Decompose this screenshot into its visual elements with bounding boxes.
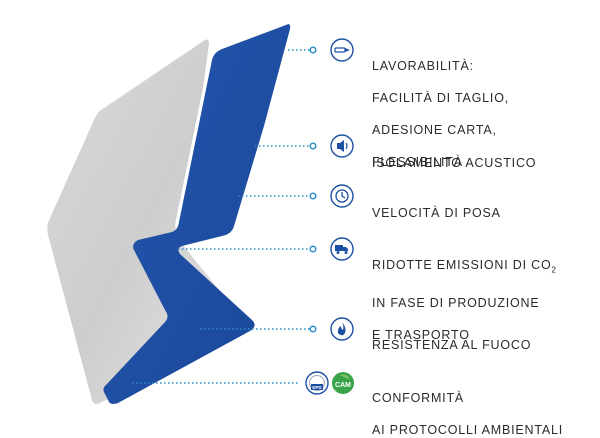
environment-line-2: AI PROTOCOLLI AMBIENTALI bbox=[372, 423, 564, 437]
connector-dots bbox=[309, 46, 317, 333]
speaker-icon bbox=[330, 134, 354, 158]
flame-icon bbox=[330, 317, 354, 341]
feature-label-fire: RESISTENZA AL FUOCO bbox=[372, 321, 531, 353]
environment-line-1: CONFORMITÀ bbox=[372, 391, 465, 405]
emissions-line-3: E TRASPORTO bbox=[372, 327, 470, 342]
feature-label-speed: VELOCITÀ DI POSA bbox=[372, 189, 501, 221]
workability-line-1: LAVORABILITÀ: bbox=[372, 59, 474, 73]
workability-line-2: FACILITÀ DI TAGLIO, bbox=[372, 91, 509, 105]
emissions-line-1: RIDOTTE EMISSIONI DI CO bbox=[372, 258, 552, 272]
feature-label-acoustic: ISOLAMENTO ACUSTICO bbox=[372, 139, 536, 171]
co2-subscript: 2 bbox=[551, 265, 557, 275]
workability-line-3: ADESIONE CARTA, bbox=[372, 123, 497, 137]
cam-badge: CAM bbox=[332, 372, 354, 394]
blue-panel bbox=[103, 24, 291, 404]
cam-badge-label: CAM bbox=[335, 382, 351, 389]
truck-icon bbox=[330, 237, 354, 261]
feature-label-environment: CONFORMITÀ AI PROTOCOLLI AMBIENTALI bbox=[372, 374, 563, 438]
epd-badge: EPD bbox=[305, 371, 329, 395]
speed-line-1: VELOCITÀ DI POSA bbox=[372, 206, 501, 220]
acoustic-line-1: ISOLAMENTO ACUSTICO bbox=[372, 156, 537, 170]
feature-label-emissions: RIDOTTE EMISSIONI DI CO2 IN FASE DI PROD… bbox=[372, 241, 557, 343]
feature-label-workability: LAVORABILITÀ: FACILITÀ DI TAGLIO, ADESIO… bbox=[372, 42, 509, 170]
fire-line-1: RESISTENZA AL FUOCO bbox=[372, 338, 532, 352]
cutter-knife-icon bbox=[330, 38, 354, 62]
clock-icon bbox=[330, 184, 354, 208]
epd-badge-label: EPD bbox=[312, 385, 322, 390]
workability-line-4: FLESSIBILITÀ bbox=[372, 155, 463, 169]
connector-lines bbox=[132, 49, 310, 384]
emissions-line-2: IN FASE DI PRODUZIONE bbox=[372, 295, 540, 310]
certification-badges-icon: EPD CAM bbox=[305, 371, 354, 395]
